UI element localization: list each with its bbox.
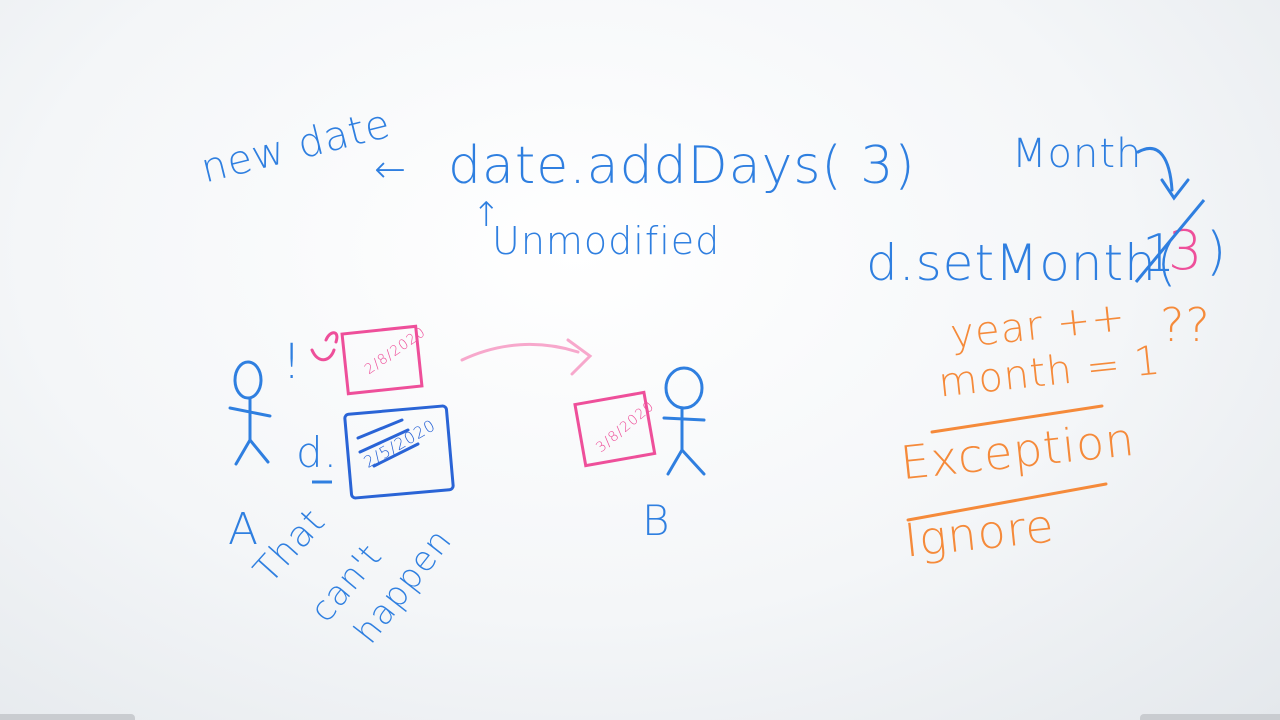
separator-line-1	[930, 404, 1104, 434]
exclamation-mark: !	[282, 334, 303, 390]
person-b-figure	[662, 366, 706, 476]
set-month-call: d.setMonth(	[866, 234, 1178, 292]
set-month-close-paren: )	[1206, 222, 1228, 282]
board-tray-right	[1140, 714, 1280, 720]
person-b-label: B	[642, 496, 671, 545]
unmodified-text: Unmodified	[492, 219, 721, 263]
board-tray-left	[0, 714, 135, 720]
variable-d: d.	[296, 428, 339, 477]
calendar-top	[340, 324, 424, 396]
calendar-main-scribble	[356, 418, 420, 468]
calendar-main	[343, 404, 455, 500]
new-month-value: 3	[1168, 219, 1204, 282]
person-a-figure	[228, 360, 272, 466]
up-arrow: ↑	[472, 195, 502, 235]
surprise-squiggle	[310, 331, 339, 362]
month-curved-arrow	[1136, 147, 1190, 201]
question-marks: ??	[1160, 298, 1211, 352]
person-a-label: A	[228, 504, 260, 555]
transfer-arrow	[460, 338, 593, 376]
separator-line-2	[906, 482, 1108, 522]
month-label: Month	[1012, 131, 1143, 177]
strike-through	[1134, 199, 1206, 283]
left-arrow: ←	[374, 147, 407, 191]
calendar-b	[573, 390, 657, 468]
add-days-call: date.addDays( 3)	[448, 136, 916, 196]
